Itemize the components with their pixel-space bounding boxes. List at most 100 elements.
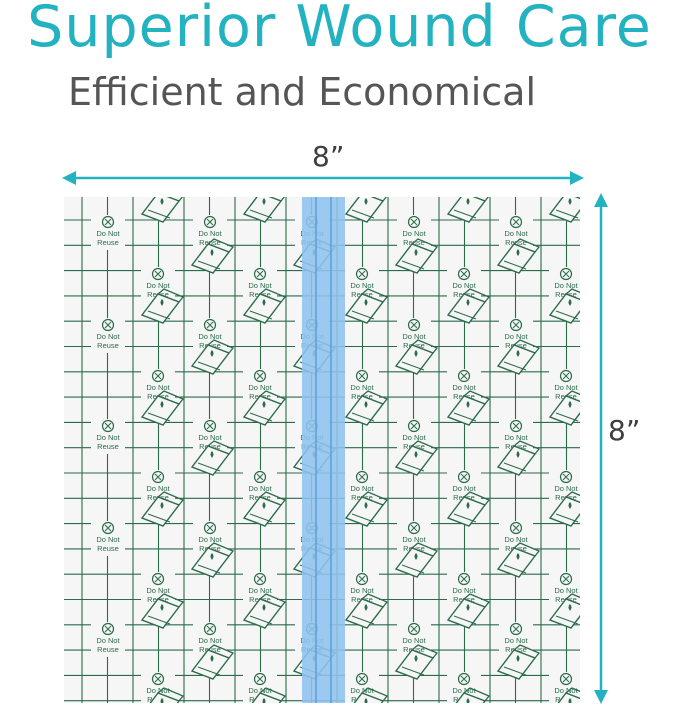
- logo-text-line1: Do Not: [146, 484, 170, 493]
- application-diagram-glyph: [242, 390, 287, 426]
- application-diagram-glyph: [446, 197, 490, 223]
- release-strip: [302, 197, 345, 703]
- application-diagram-glyph: [140, 197, 184, 223]
- application-diagram-glyph: [446, 491, 491, 527]
- application-diagram-glyph: [394, 238, 439, 274]
- logo-text-line1: Do Not: [402, 229, 426, 238]
- logo-text-line1: Do Not: [96, 433, 120, 442]
- application-diagram-glyph: [344, 491, 389, 527]
- logo-text-line1: Do Not: [350, 383, 374, 392]
- logo-text-line1: Do Not: [452, 484, 476, 493]
- application-diagram-glyph: [190, 238, 235, 274]
- logo-text-line1: Do Not: [402, 332, 426, 341]
- logo-text-line1: Do Not: [554, 586, 578, 595]
- application-diagram-glyph: [548, 593, 580, 629]
- logo-text-line1: Do Not: [198, 332, 222, 341]
- application-diagram-glyph: [496, 339, 541, 375]
- logo-text-line1: Do Not: [350, 484, 374, 493]
- application-diagram-glyph: [344, 390, 389, 426]
- application-diagram-glyph: [344, 593, 389, 629]
- application-diagram-glyph: [548, 197, 580, 223]
- logo-text-line1: Do Not: [504, 535, 528, 544]
- application-diagram-glyph: [446, 593, 491, 629]
- logo-text-line1: Do Not: [554, 484, 578, 493]
- logo-text-line1: Do Not: [248, 586, 272, 595]
- logo-text-line1: Do Not: [554, 281, 578, 290]
- application-diagram-glyph: [242, 288, 287, 324]
- logo-text-line2: Reuse: [97, 341, 119, 350]
- application-diagram-glyph: [548, 491, 580, 527]
- application-diagram-glyph: [140, 593, 185, 629]
- headline-subtitle: Efficient and Economical: [68, 70, 537, 114]
- logo-text-line1: Do Not: [350, 281, 374, 290]
- application-diagram-glyph: [496, 542, 541, 578]
- application-diagram-glyph: [251, 687, 287, 703]
- application-diagram-glyph: [496, 644, 541, 680]
- logo-text-line2: Reuse: [97, 442, 119, 451]
- application-diagram-glyph: [190, 339, 235, 375]
- width-dimension-arrow: [62, 171, 584, 185]
- logo-text-line1: Do Not: [248, 686, 272, 695]
- logo-text-line1: Do Not: [146, 686, 170, 695]
- logo-text-line1: Do Not: [554, 383, 578, 392]
- application-diagram-glyph: [557, 687, 580, 703]
- logo-text-line1: Do Not: [452, 586, 476, 595]
- application-diagram-glyph: [190, 644, 235, 680]
- application-diagram-glyph: [344, 288, 389, 324]
- headline-title: Superior Wound Care: [27, 0, 652, 60]
- logo-text-line1: Do Not: [248, 281, 272, 290]
- application-diagram-glyph: [140, 390, 185, 426]
- logo-text-line2: Reuse: [97, 238, 119, 247]
- logo-text-line1: Do Not: [96, 229, 120, 238]
- logo-text-line1: Do Not: [504, 332, 528, 341]
- application-diagram-glyph: [344, 197, 388, 223]
- logo-text-line1: Do Not: [198, 636, 222, 645]
- logo-text-line1: Do Not: [198, 229, 222, 238]
- application-diagram-glyph: [394, 644, 439, 680]
- application-diagram-glyph: [394, 542, 439, 578]
- logo-text-line1: Do Not: [402, 636, 426, 645]
- logo-text-line1: Do Not: [146, 281, 170, 290]
- logo-text-line1: Do Not: [248, 383, 272, 392]
- application-diagram-glyph: [496, 238, 541, 274]
- application-diagram-glyph: [242, 197, 286, 223]
- logo-text-line1: Do Not: [350, 686, 374, 695]
- application-diagram-glyph: [548, 390, 580, 426]
- height-dimension-arrow: [594, 193, 608, 704]
- application-diagram-glyph: [190, 440, 235, 476]
- application-diagram-glyph: [548, 288, 580, 324]
- logo-text-line1: Do Not: [402, 535, 426, 544]
- logo-text-line1: Do Not: [452, 686, 476, 695]
- logo-text-line1: Do Not: [96, 332, 120, 341]
- logo-text-line1: Do Not: [402, 433, 426, 442]
- application-diagram-glyph: [140, 491, 185, 527]
- logo-text-line1: Do Not: [554, 686, 578, 695]
- width-dimension-label: 8”: [312, 140, 345, 173]
- logo-text-line1: Do Not: [96, 636, 120, 645]
- logo-text-line1: Do Not: [198, 535, 222, 544]
- logo-text-line1: Do Not: [96, 535, 120, 544]
- application-diagram-glyph: [353, 687, 389, 703]
- logo-text-line1: Do Not: [452, 281, 476, 290]
- logo-text-line2: Reuse: [199, 645, 221, 654]
- logo-text-line1: Do Not: [146, 586, 170, 595]
- application-diagram-glyph: [600, 239, 641, 273]
- logo-text-line1: Do Not: [198, 433, 222, 442]
- application-diagram-glyph: [394, 440, 439, 476]
- logo-text-line1: Do Not: [504, 229, 528, 238]
- application-diagram-glyph: [455, 687, 491, 703]
- logo-text-line1: Do Not: [504, 636, 528, 645]
- logo-text-line1: Do Not: [504, 433, 528, 442]
- logo-text-line2: Reuse: [505, 645, 527, 654]
- logo-text-line1: Do Not: [248, 484, 272, 493]
- application-diagram-glyph: [600, 543, 641, 577]
- application-diagram-glyph: [190, 542, 235, 578]
- application-diagram-glyph: [446, 288, 491, 324]
